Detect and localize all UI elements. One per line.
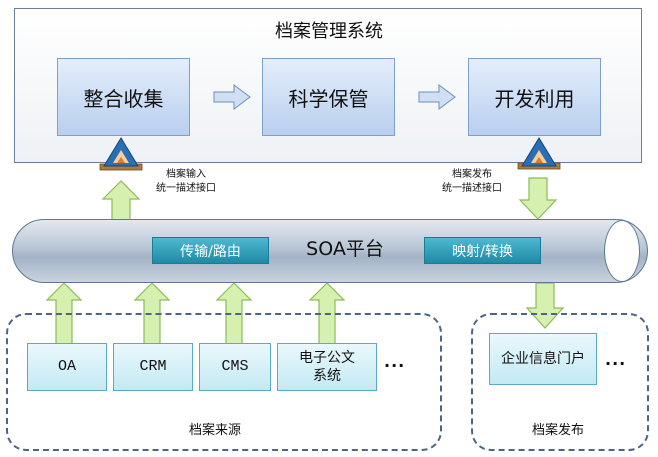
archive-publish-label: 档案发布 bbox=[531, 423, 584, 438]
source-oa: OA bbox=[27, 343, 107, 391]
source-official-docs-line2: 系统 bbox=[313, 368, 341, 384]
publish-interface-label: 档案发布 统一描述接口 bbox=[432, 168, 512, 196]
soa-platform-label: SOA平台 bbox=[306, 238, 384, 260]
pipe-end-cap bbox=[604, 220, 640, 282]
flow-arrow-2 bbox=[418, 84, 456, 110]
publish-interface-icon bbox=[517, 137, 561, 170]
source-crm: CRM bbox=[113, 343, 193, 391]
input-up-arrow bbox=[101, 180, 141, 222]
portal-down-arrow bbox=[525, 282, 565, 329]
source-official-docs-line1: 电子公文 bbox=[299, 350, 355, 366]
input-interface-icon bbox=[99, 137, 143, 171]
flow-arrow-1 bbox=[213, 84, 251, 110]
system-title: 档案管理系统 bbox=[275, 21, 383, 42]
stage-scientific-storage: 科学保管 bbox=[262, 58, 395, 136]
enterprise-portal: 企业信息门户 bbox=[489, 333, 597, 385]
sources-more-ellipsis: ... bbox=[384, 352, 406, 371]
source-official-docs: 电子公文 系统 bbox=[277, 343, 377, 391]
soa-platform-pipe bbox=[12, 219, 648, 283]
publish-interface-label-line2: 统一描述接口 bbox=[442, 183, 502, 194]
transport-routing-chip: 传输/路由 bbox=[152, 237, 269, 264]
source-cms: CMS bbox=[199, 343, 271, 391]
input-interface-label-line1: 档案输入 bbox=[166, 169, 206, 180]
publish-interface-label-line1: 档案发布 bbox=[452, 169, 492, 180]
stage-develop-utilize: 开发利用 bbox=[468, 58, 601, 136]
archive-sources-label: 档案来源 bbox=[188, 423, 241, 438]
publish-down-arrow bbox=[518, 177, 558, 220]
publish-more-ellipsis: ... bbox=[605, 350, 627, 369]
archive-sources-group bbox=[6, 313, 442, 451]
input-interface-label-line2: 统一描述接口 bbox=[156, 183, 216, 194]
input-interface-label: 档案输入 统一描述接口 bbox=[146, 168, 226, 196]
stage-integrate-collect: 整合收集 bbox=[57, 58, 190, 136]
archive-publish-group bbox=[471, 313, 649, 451]
mapping-conversion-chip: 映射/转换 bbox=[424, 237, 541, 264]
